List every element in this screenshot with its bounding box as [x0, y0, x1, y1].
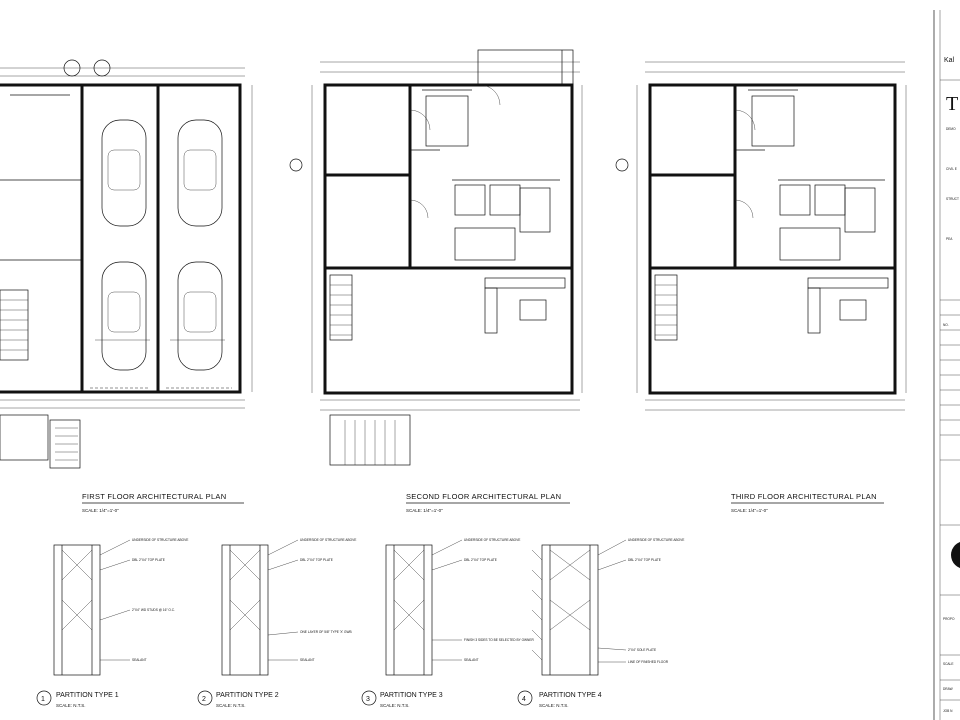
partition-detail-3: UNDERSIDE OF STRUCTURE ABOVE DBL 2"X4" T…: [361, 538, 534, 708]
third-floor-plan: [615, 61, 907, 411]
svg-text:FINISH 3 SIDES TO BE SELECTED: FINISH 3 SIDES TO BE SELECTED BY OWNER: [464, 638, 534, 642]
plan-title-second: SECOND FLOOR ARCHITECTURAL PLAN SCALE: 1…: [406, 492, 570, 513]
svg-text:UNDERSIDE OF STRUCTURE ABOVE: UNDERSIDE OF STRUCTURE ABOVE: [132, 538, 188, 542]
svg-text:UNDERSIDE OF STRUCTURE ABOVE: UNDERSIDE OF STRUCTURE ABOVE: [464, 538, 520, 542]
svg-text:SEALANT: SEALANT: [464, 658, 479, 662]
svg-text:SCALE: SCALE: [943, 662, 953, 666]
svg-text:DRAW: DRAW: [943, 687, 953, 691]
svg-text:DBL 2"X4" TOP PLATE: DBL 2"X4" TOP PLATE: [628, 558, 661, 562]
first-floor-stair: [0, 289, 29, 361]
svg-text:LINE OF FINISHED FLOOR: LINE OF FINISHED FLOOR: [628, 660, 669, 664]
svg-text:SCALE: N.T.S.: SCALE: N.T.S.: [380, 703, 410, 708]
svg-text:DEMO: DEMO: [946, 127, 956, 131]
car-outline: [101, 119, 147, 227]
svg-text:2"X4" WD STUDS @ 16" O.C.: 2"X4" WD STUDS @ 16" O.C.: [132, 608, 175, 612]
svg-text:PARTITION TYPE 1: PARTITION TYPE 1: [56, 692, 119, 699]
car-outline: [101, 261, 147, 371]
svg-text:1: 1: [41, 696, 45, 703]
svg-text:PEA: PEA: [946, 237, 953, 241]
third-floor-stair: [654, 274, 678, 341]
svg-text:SCALE: 1/4"=1'-0": SCALE: 1/4"=1'-0": [82, 508, 119, 513]
svg-text:T: T: [946, 93, 958, 115]
svg-text:JOB N: JOB N: [943, 709, 953, 713]
first-floor-plan: [0, 59, 253, 469]
svg-text:SEALANT: SEALANT: [300, 658, 315, 662]
svg-text:SEALANT: SEALANT: [132, 658, 147, 662]
svg-text:DBL 2"X4" TOP PLATE: DBL 2"X4" TOP PLATE: [464, 558, 497, 562]
seal-graphic: [951, 541, 960, 569]
svg-text:CIVIL E: CIVIL E: [946, 167, 957, 171]
second-floor-plan: [289, 49, 583, 466]
svg-text:2: 2: [202, 696, 206, 703]
svg-text:FIRST FLOOR ARCHITECTURAL PLAN: FIRST FLOOR ARCHITECTURAL PLAN: [82, 492, 226, 501]
plan-title-first: FIRST FLOOR ARCHITECTURAL PLAN SCALE: 1/…: [82, 492, 244, 513]
svg-text:SECOND FLOOR ARCHITECTURAL PLA: SECOND FLOOR ARCHITECTURAL PLAN: [406, 492, 561, 501]
partition-detail-2: UNDERSIDE OF STRUCTURE ABOVE DBL 2"X4" T…: [197, 538, 356, 708]
svg-text:SCALE: 1/4"=1'-0": SCALE: 1/4"=1'-0": [406, 508, 443, 513]
svg-text:3: 3: [366, 696, 370, 703]
svg-text:SCALE: N.T.S.: SCALE: N.T.S.: [56, 703, 86, 708]
title-block: Kal T DEMO CIVIL E STRUCT PEA NO. PROPO …: [933, 10, 960, 720]
plan-title-third: THIRD FLOOR ARCHITECTURAL PLAN SCALE: 1/…: [731, 492, 884, 513]
svg-text:SCALE: 1/4"=1'-0": SCALE: 1/4"=1'-0": [731, 508, 768, 513]
second-floor-stair: [329, 274, 353, 341]
svg-text:SCALE: N.T.S.: SCALE: N.T.S.: [216, 703, 246, 708]
svg-text:4: 4: [522, 696, 526, 703]
svg-text:NO.: NO.: [943, 323, 949, 327]
car-outline: [177, 119, 223, 227]
svg-text:STRUCT: STRUCT: [946, 197, 959, 201]
svg-text:PARTITION TYPE 3: PARTITION TYPE 3: [380, 692, 443, 699]
svg-text:PARTITION TYPE 4: PARTITION TYPE 4: [539, 692, 602, 699]
svg-text:2"X4" SOLE PLATE: 2"X4" SOLE PLATE: [628, 648, 656, 652]
svg-text:DBL 2"X4" TOP PLATE: DBL 2"X4" TOP PLATE: [300, 558, 333, 562]
svg-text:PARTITION TYPE 2: PARTITION TYPE 2: [216, 692, 279, 699]
svg-text:PROPO: PROPO: [943, 617, 955, 621]
svg-text:UNDERSIDE OF STRUCTURE ABOVE: UNDERSIDE OF STRUCTURE ABOVE: [628, 538, 684, 542]
svg-text:Kal: Kal: [944, 57, 955, 64]
partition-detail-4: UNDERSIDE OF STRUCTURE ABOVE DBL 2"X4" T…: [517, 538, 684, 708]
car-outline: [177, 261, 223, 371]
svg-text:SCALE: N.T.S.: SCALE: N.T.S.: [539, 703, 569, 708]
svg-text:UNDERSIDE OF STRUCTURE ABOVE: UNDERSIDE OF STRUCTURE ABOVE: [300, 538, 356, 542]
svg-text:THIRD FLOOR ARCHITECTURAL PLAN: THIRD FLOOR ARCHITECTURAL PLAN: [731, 492, 877, 501]
partition-detail-1: UNDERSIDE OF STRUCTURE ABOVE DBL 2"X4" T…: [36, 538, 188, 708]
svg-text:DBL 2"X4" TOP PLATE: DBL 2"X4" TOP PLATE: [132, 558, 165, 562]
svg-text:ONE LAYER OF 5/8" TYPE 'X' GWB: ONE LAYER OF 5/8" TYPE 'X' GWB: [300, 630, 352, 634]
